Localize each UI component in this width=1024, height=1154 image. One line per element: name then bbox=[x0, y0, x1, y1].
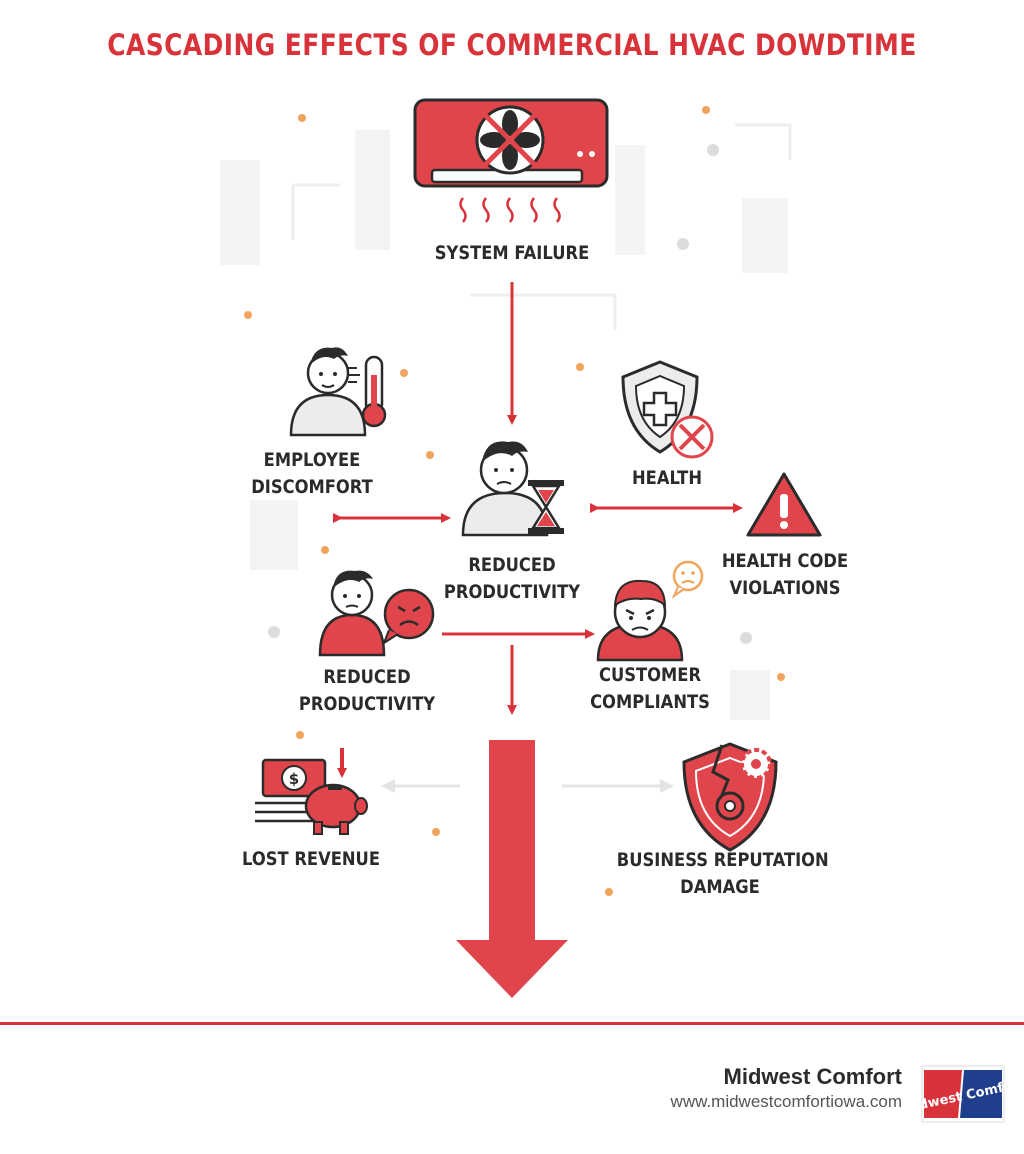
label-health-code-violations: HEALTH CODE VIOLATIONS bbox=[712, 548, 858, 602]
label-line: VIOLATIONS bbox=[729, 577, 841, 599]
label-line: DAMAGE bbox=[680, 876, 760, 898]
brand-block: Midwest Comfort www.midwestcomfortiowa.c… bbox=[671, 1064, 902, 1114]
angry-customer-icon bbox=[596, 560, 704, 662]
air-conditioner-icon bbox=[413, 98, 609, 188]
heat-waves-icon bbox=[459, 197, 561, 223]
company-url: www.midwestcomfortiowa.com bbox=[670, 1092, 902, 1111]
label-line: DISCOMFORT bbox=[251, 476, 373, 498]
label-business-reputation-damage: BUSINESS REPUTATION DAMAGE bbox=[616, 847, 829, 901]
svg-text:$: $ bbox=[289, 770, 299, 788]
employee-hot-icon bbox=[289, 347, 387, 437]
lost-revenue-icon: $ bbox=[255, 748, 368, 835]
label-reduced-productivity-left: REDUCED PRODUCTIVITY bbox=[290, 664, 445, 718]
label-line: REDUCED bbox=[323, 666, 411, 688]
label-line: BUSINESS REPUTATION bbox=[616, 849, 829, 871]
label-employee-discomfort: EMPLOYEE DISCOMFORT bbox=[243, 447, 381, 501]
label-health: HEALTH bbox=[631, 467, 703, 489]
health-shield-icon bbox=[621, 360, 714, 459]
footer-divider bbox=[0, 1022, 1024, 1025]
label-line: CUSTOMER bbox=[598, 664, 702, 686]
page-title: CASCADING EFFECTS OF COMMERCIAL HVAC DOW… bbox=[107, 28, 917, 62]
label-reduced-productivity-center: REDUCED PRODUCTIVITY bbox=[435, 552, 590, 606]
warning-icon bbox=[746, 472, 822, 537]
company-name: Midwest Comfort bbox=[723, 1064, 902, 1089]
background-decor bbox=[220, 123, 792, 720]
label-line: HEALTH CODE bbox=[721, 550, 849, 572]
big-down-arrow bbox=[456, 740, 568, 998]
label-customer-compliants: CUSTOMER COMPLIANTS bbox=[581, 662, 719, 716]
company-logo: Midwest Comfort bbox=[920, 1065, 1006, 1123]
label-line: COMPLIANTS bbox=[590, 691, 710, 713]
reputation-damage-icon bbox=[682, 742, 778, 852]
label-lost-revenue: LOST REVENUE bbox=[241, 848, 380, 870]
label-line: EMPLOYEE bbox=[263, 449, 361, 471]
label-line: PRODUCTIVITY bbox=[443, 581, 581, 603]
label-system-failure: SYSTEM FAILURE bbox=[434, 242, 590, 264]
frustrated-employee-icon bbox=[318, 570, 435, 657]
worker-hourglass-icon bbox=[461, 441, 564, 537]
decor-dots bbox=[244, 106, 785, 896]
label-line: PRODUCTIVITY bbox=[298, 693, 436, 715]
label-line: REDUCED bbox=[468, 554, 556, 576]
